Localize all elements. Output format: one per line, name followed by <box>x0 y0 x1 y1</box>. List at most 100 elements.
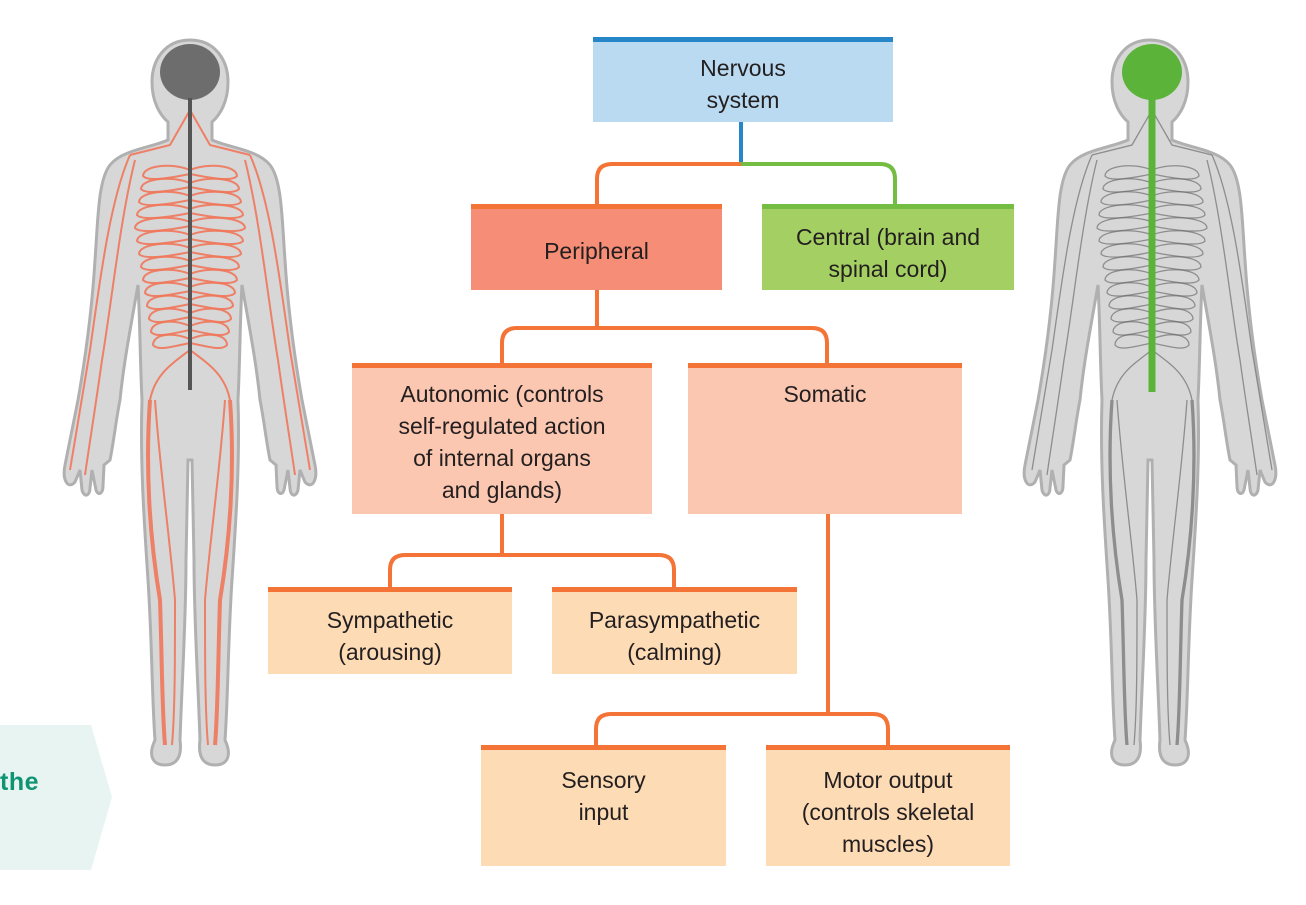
connector-to-motor <box>828 712 890 748</box>
nerve-branch <box>135 229 191 246</box>
nerve-branch <box>1166 399 1188 746</box>
nerve-branch <box>1031 154 1093 471</box>
nerve-branch <box>69 154 131 471</box>
nerve-branch <box>1151 349 1193 401</box>
nerve-branch <box>1096 217 1153 232</box>
node-label: Somatic <box>783 381 867 407</box>
nerve-branch <box>149 349 191 401</box>
nerve-branch <box>1151 282 1198 297</box>
nerve-branch <box>203 399 226 746</box>
nerve-branch <box>189 242 243 259</box>
nerve-branch <box>1151 165 1200 180</box>
nerve-branch <box>137 190 191 207</box>
peripheral-nervous-system-figure <box>40 20 340 780</box>
nerve-branch <box>1108 295 1153 310</box>
nerve-branch <box>1112 321 1153 336</box>
peripheral-nerves-gray <box>1031 109 1273 746</box>
central-nervous-system-figure <box>1000 20 1300 780</box>
node-nervous-system: Nervous system <box>593 37 893 122</box>
brain-icon <box>1122 44 1182 100</box>
nerve-branch <box>1110 308 1153 323</box>
nerve-branch <box>1114 334 1153 349</box>
nerve-branch <box>1151 295 1196 310</box>
nerve-branch <box>189 109 251 156</box>
nerve-branch <box>1151 269 1200 284</box>
nerve-branch <box>189 177 241 194</box>
nerve-branch <box>189 203 245 220</box>
node-label: Parasympathetic (calming) <box>588 607 761 665</box>
nerve-branch <box>1151 256 1202 271</box>
connector-to-sensory <box>594 712 828 748</box>
nerve-branch <box>139 255 191 272</box>
nerve-branch <box>141 268 191 285</box>
nerve-branch <box>147 307 191 324</box>
body-silhouette <box>62 38 318 767</box>
side-tab: the <box>0 725 112 870</box>
nerve-branch <box>213 399 234 746</box>
nerve-branch <box>1100 243 1153 258</box>
nerve-branch <box>1151 243 1204 258</box>
node-autonomic: Autonomic (controls self-regulated actio… <box>352 363 652 514</box>
nerve-branch <box>1104 165 1153 180</box>
nerve-branch <box>1046 159 1098 476</box>
nerve-branch <box>1151 308 1194 323</box>
node-label: Autonomic (controls self-regulated actio… <box>398 381 606 503</box>
connector-to-somatic <box>597 326 829 366</box>
nerve-branch <box>1151 191 1204 206</box>
nerve-branch <box>1111 349 1153 401</box>
nerve-branch <box>189 320 231 337</box>
node-sensory-input: Sensory input <box>481 745 726 866</box>
nerve-branch <box>1104 269 1153 284</box>
body-silhouette <box>1022 38 1278 767</box>
nerve-branch <box>1151 334 1190 349</box>
connector-to-parasympathetic <box>502 553 676 590</box>
node-parasympathetic: Parasympathetic (calming) <box>552 587 797 674</box>
nerve-branch <box>1211 154 1273 471</box>
node-label: Sensory input <box>561 767 646 825</box>
nerve-branch <box>189 229 245 246</box>
nerve-branch <box>189 268 239 285</box>
nerve-branch <box>1100 191 1153 206</box>
nerve-branch <box>137 242 191 259</box>
node-motor-output: Motor output (controls skeletal muscles) <box>766 745 1010 866</box>
nerve-branch <box>143 281 191 298</box>
nerve-branch <box>146 399 167 746</box>
node-label: Nervous system <box>700 55 786 113</box>
nerve-branch <box>1151 321 1192 336</box>
nerve-branch <box>1151 217 1208 232</box>
nerve-branch <box>189 255 241 272</box>
nerve-branch <box>1091 109 1153 156</box>
connector-to-sympathetic <box>388 553 502 590</box>
nerve-branch <box>1108 399 1129 746</box>
nerve-branch <box>154 399 177 746</box>
nerve-branch <box>249 154 311 471</box>
nerve-branch <box>1102 178 1153 193</box>
nerve-branch <box>1098 230 1153 245</box>
nerve-branch <box>189 294 235 311</box>
node-central: Central (brain and spinal cord) <box>762 204 1014 290</box>
nerve-branch <box>189 349 231 401</box>
connector-to-autonomic <box>500 326 597 366</box>
nerve-branch <box>1151 230 1206 245</box>
nerve-branch <box>1151 204 1206 219</box>
nerve-branch <box>189 281 237 298</box>
node-sympathetic: Sympathetic (arousing) <box>268 587 512 674</box>
nerve-branch <box>1102 256 1153 271</box>
node-peripheral: Peripheral <box>471 204 722 290</box>
nerve-branch <box>189 216 247 233</box>
nerve-branch <box>141 164 191 181</box>
node-label: Central (brain and spinal cord) <box>795 224 981 282</box>
nerve-branch <box>135 203 191 220</box>
nerve-branch <box>1175 399 1196 746</box>
nerve-branch <box>189 190 243 207</box>
nerve-branch <box>1151 178 1202 193</box>
node-somatic: Somatic <box>688 363 962 514</box>
peripheral-nerves <box>69 109 311 746</box>
nerve-branch <box>1106 282 1153 297</box>
nerve-branch <box>84 159 136 476</box>
side-tab-shape <box>0 725 112 870</box>
nerve-branch <box>1206 159 1258 476</box>
node-label: Peripheral <box>544 238 649 264</box>
nerve-branch <box>133 216 191 233</box>
